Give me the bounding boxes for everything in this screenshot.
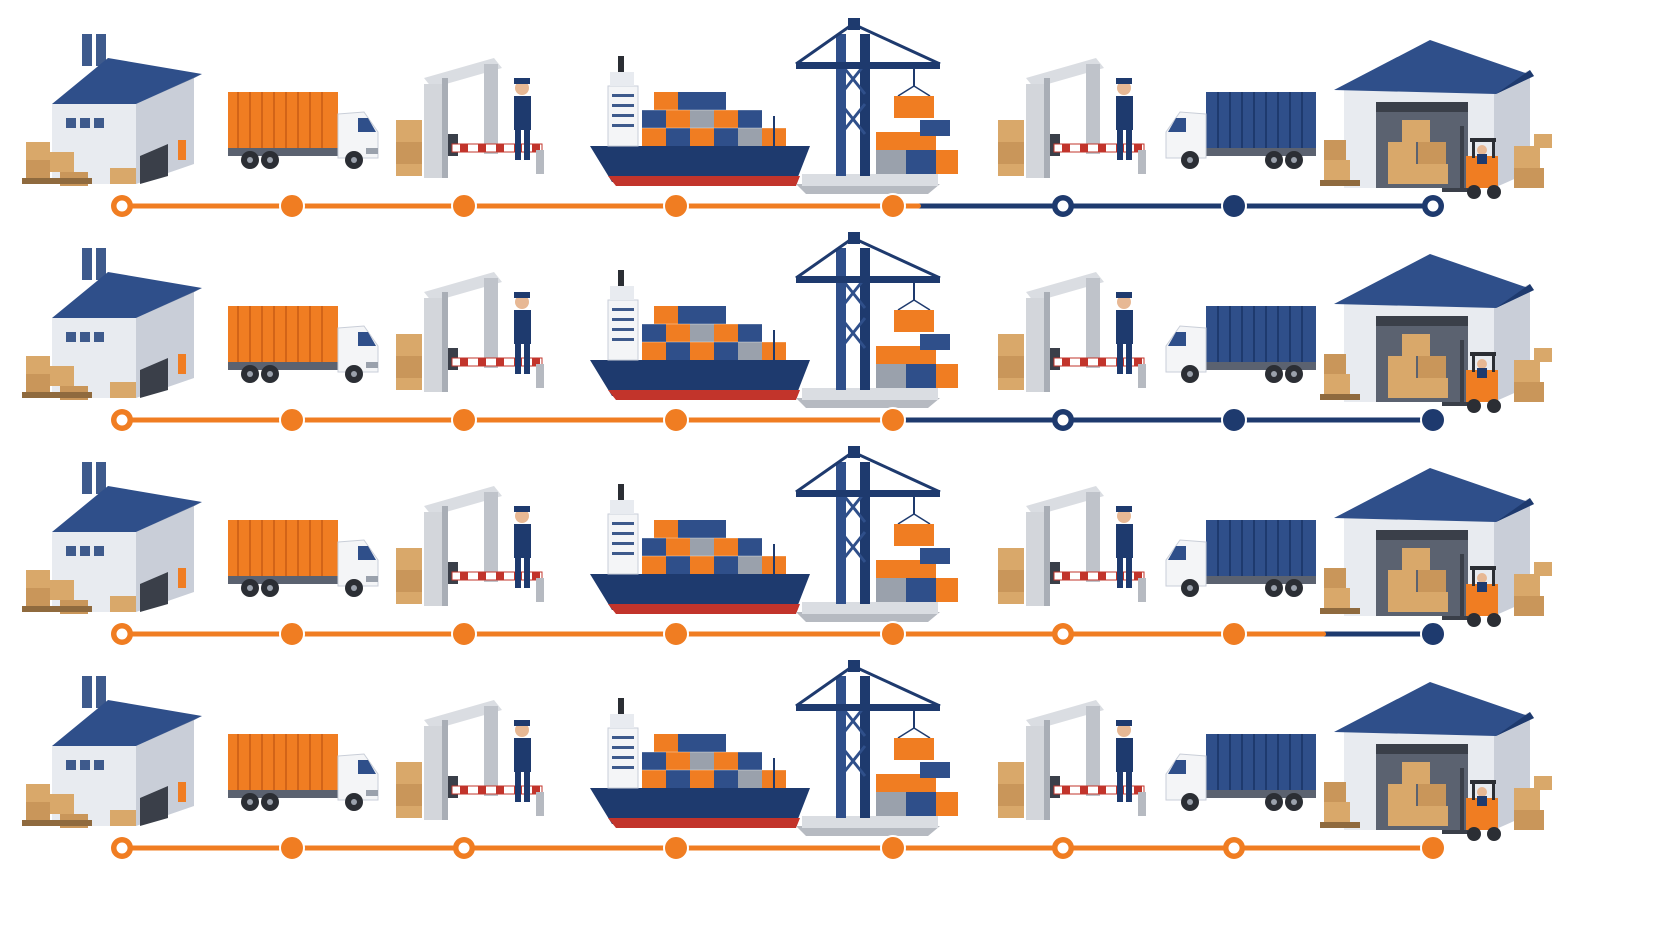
timeline-node-8 [1420,621,1446,647]
timeline-node-6 [1052,623,1074,645]
blue-container-truck-icon [1165,91,1317,170]
customs-checkpoint-icon [997,485,1147,607]
customs-checkpoint-icon [997,271,1147,393]
timeline-row-3 [22,444,1552,647]
timeline-node-6 [1052,837,1074,859]
timeline-node-3 [451,621,477,647]
customs-checkpoint-icon [395,485,545,607]
factory-icon [22,462,202,614]
factory-icon [22,34,202,186]
timeline-row-4 [22,658,1552,861]
timeline-node-5 [880,835,906,861]
warehouse-forklift-icon [1320,40,1552,199]
timeline-node-5 [880,193,906,219]
timeline-row-2 [22,230,1552,433]
timeline-row-1 [22,16,1552,219]
timeline-node-8 [1422,195,1444,217]
blue-container-truck-icon [1165,519,1317,598]
port-crane-icon [794,16,960,196]
customs-checkpoint-icon [395,271,545,393]
timeline-node-2 [279,193,305,219]
warehouse-forklift-icon [1320,254,1552,413]
timeline-node-1 [111,409,133,431]
container-ship-icon [589,483,811,615]
timeline-node-7 [1221,621,1247,647]
timeline-node-8 [1420,407,1446,433]
timeline-node-4 [663,193,689,219]
orange-container-truck-icon [227,305,379,384]
timeline-node-7 [1221,193,1247,219]
warehouse-forklift-icon [1320,468,1552,627]
timeline-node-6 [1052,409,1074,431]
timeline-node-3 [451,193,477,219]
timeline-node-1 [111,195,133,217]
timeline-node-5 [880,407,906,433]
port-crane-icon [794,658,960,838]
timeline-node-1 [111,837,133,859]
timeline-node-3 [451,407,477,433]
warehouse-forklift-icon [1320,682,1552,841]
blue-container-truck-icon [1165,733,1317,812]
container-ship-icon [589,55,811,187]
timeline-node-4 [663,835,689,861]
timeline-node-4 [663,407,689,433]
orange-container-truck-icon [227,733,379,812]
timeline-node-6 [1052,195,1074,217]
blue-container-truck-icon [1165,305,1317,384]
timeline-node-5 [880,621,906,647]
customs-checkpoint-icon [997,57,1147,179]
timeline-node-2 [279,621,305,647]
timeline-node-2 [279,835,305,861]
orange-container-truck-icon [227,91,379,170]
timeline-node-1 [111,623,133,645]
customs-checkpoint-icon [997,699,1147,821]
customs-checkpoint-icon [395,57,545,179]
timeline-node-3 [453,837,475,859]
factory-icon [22,248,202,400]
timeline-node-2 [279,407,305,433]
timeline-node-7 [1221,407,1247,433]
customs-checkpoint-icon [395,699,545,821]
timeline-node-8 [1420,835,1446,861]
port-crane-icon [794,444,960,624]
timeline-node-4 [663,621,689,647]
factory-icon [22,676,202,828]
container-ship-icon [589,697,811,829]
port-crane-icon [794,230,960,410]
timeline-node-7 [1223,837,1245,859]
container-ship-icon [589,269,811,401]
orange-container-truck-icon [227,519,379,598]
